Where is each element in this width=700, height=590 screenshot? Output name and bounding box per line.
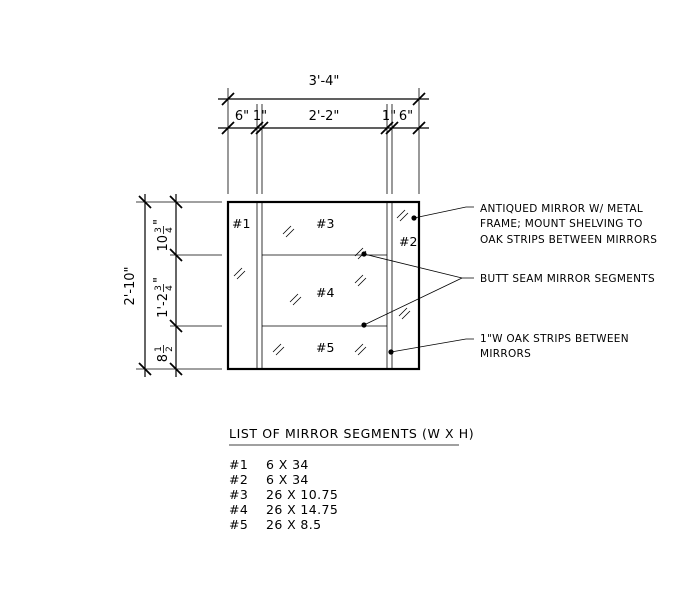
segment-4-label: #4 <box>316 285 334 300</box>
segment-1-label: #1 <box>232 216 250 231</box>
right-side-width-label: 6" <box>399 109 413 124</box>
svg-text:1: 1 <box>154 346 164 352</box>
svg-text:2: 2 <box>165 346 175 352</box>
segment-list: #1 6 X 34 #2 6 X 34 #3 26 X 10.75 #4 26 … <box>229 457 338 532</box>
leader-lines <box>361 206 474 355</box>
list-item-size: 6 X 34 <box>266 457 309 472</box>
overall-height-label: 2'-10" <box>123 266 138 305</box>
list-item-id: #1 <box>229 457 248 472</box>
segment-height-dimensions <box>169 194 183 377</box>
right-strip-width-label: 1" <box>382 109 396 124</box>
svg-text:4: 4 <box>165 227 175 233</box>
note-oak-strips-line1: 1"W OAK STRIPS BETWEEN <box>480 333 629 345</box>
note-oak-strips-line2: MIRRORS <box>480 348 531 360</box>
segment-5-label: #5 <box>316 340 334 355</box>
note-antiqued-mirror-line1: ANTIQUED MIRROR W/ METAL <box>480 203 643 215</box>
list-item-id: #5 <box>229 517 248 532</box>
svg-text:": " <box>152 277 167 283</box>
seg4-height-label: 1'-2 3 4 " <box>152 277 175 318</box>
overall-height-dimension <box>138 194 152 377</box>
list-item-id: #4 <box>229 502 248 517</box>
list-item-size: 26 X 10.75 <box>266 487 338 502</box>
overall-width-label: 3'-4" <box>309 74 340 89</box>
left-strip-width-label: 1" <box>253 109 267 124</box>
glass-hatch-marks <box>233 209 411 356</box>
seg3-height-label: 10 3 4 " <box>152 219 175 252</box>
note-antiqued-mirror-line2: FRAME; MOUNT SHELVING TO <box>480 218 643 230</box>
left-extension-lines <box>136 201 222 370</box>
segment-3-label: #3 <box>316 216 334 231</box>
segment-list-title: LIST OF MIRROR SEGMENTS (W X H) <box>229 426 474 441</box>
note-antiqued-mirror-line3: OAK STRIPS BETWEEN MIRRORS <box>480 234 657 246</box>
list-item-size: 26 X 14.75 <box>266 502 338 517</box>
list-item-id: #3 <box>229 487 248 502</box>
svg-text:": " <box>152 219 167 225</box>
sub-width-dimension <box>218 121 429 135</box>
seg5-height-label: 8 1 2 <box>154 345 175 362</box>
svg-text:4: 4 <box>165 285 175 291</box>
svg-text:3: 3 <box>154 227 164 233</box>
overall-width-dimension <box>218 92 429 106</box>
list-item-size: 6 X 34 <box>266 472 309 487</box>
svg-text:8: 8 <box>156 354 171 362</box>
segment-2-label: #2 <box>399 234 417 249</box>
center-width-label: 2'-2" <box>309 109 340 124</box>
svg-text:10: 10 <box>156 235 171 252</box>
left-side-width-label: 6" <box>235 109 249 124</box>
list-item-id: #2 <box>229 472 248 487</box>
note-butt-seam: BUTT SEAM MIRROR SEGMENTS <box>480 273 655 285</box>
list-item-size: 26 X 8.5 <box>266 517 322 532</box>
top-extension-lines <box>227 88 420 194</box>
svg-text:1'-2: 1'-2 <box>156 293 171 318</box>
svg-text:3: 3 <box>154 285 164 291</box>
